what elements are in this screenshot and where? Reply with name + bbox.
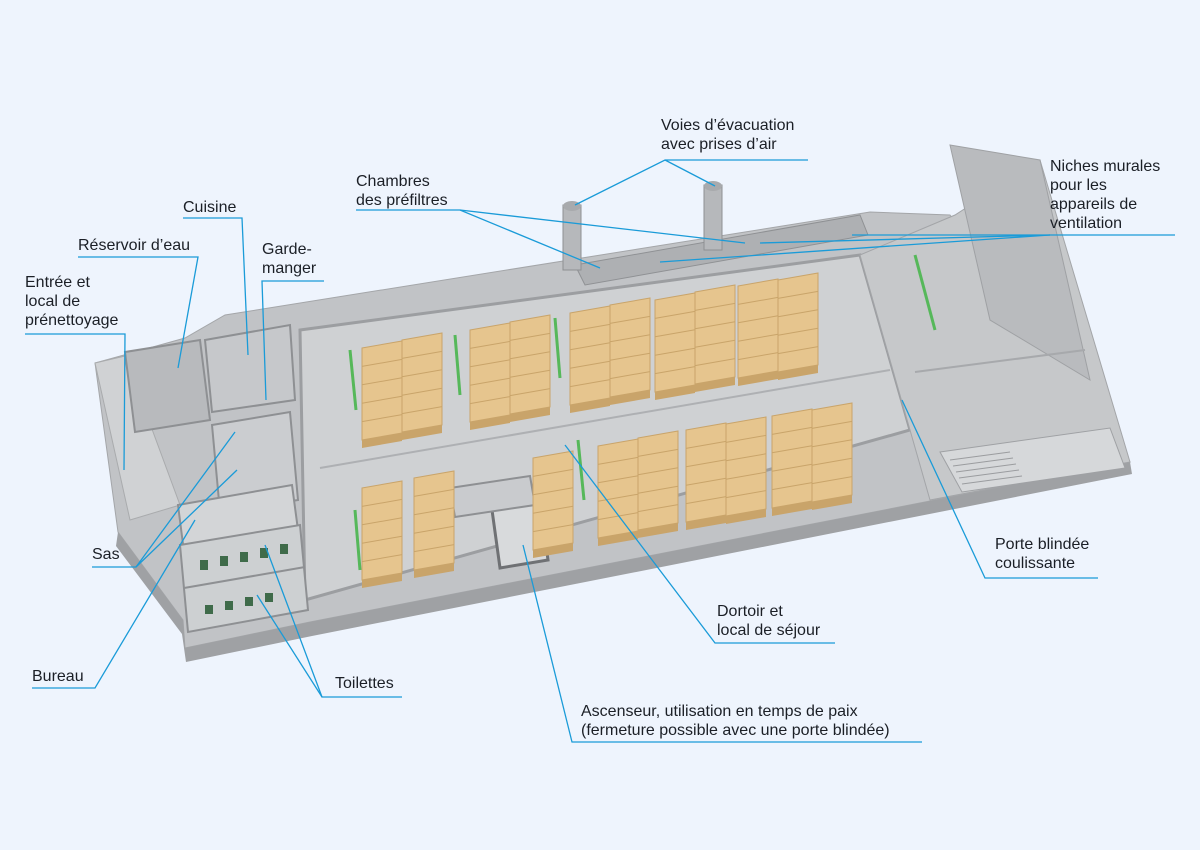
label-dortoir: Dortoir et local de séjour (717, 603, 821, 639)
bunk-bed (509, 314, 551, 422)
label-toilettes: Toilettes (335, 675, 394, 692)
leader-entree (25, 333, 126, 471)
leader-reservoir (78, 256, 199, 369)
bunk-bed (609, 297, 651, 405)
label-cuisine: Cuisine (183, 199, 237, 216)
bunk-bed (413, 470, 455, 578)
label-niches-murales: Niches murales pour les appareils de ven… (1050, 158, 1161, 232)
evac-shaft-left (562, 204, 582, 271)
bunk-bed (694, 284, 736, 392)
bunk-bed (469, 322, 511, 430)
stair-room (939, 427, 1126, 493)
bunk-bed (737, 278, 779, 386)
leader-ascenseur (522, 544, 922, 743)
stairs (949, 451, 1023, 485)
evac-shaft-left-cap (563, 201, 581, 211)
label-garde-manger: Garde- manger (262, 241, 317, 277)
bunk-bed (685, 422, 727, 530)
toilet-fixtures (200, 544, 288, 614)
toilet-divider (183, 566, 306, 589)
label-voies-evacuation: Voies d’évacuation avec prises d’air (661, 117, 795, 153)
bunk-bed (361, 340, 403, 448)
label-porte-blindee: Porte blindée coulissante (995, 536, 1090, 572)
ventilation-shaft (949, 144, 1091, 382)
bunk-bed (597, 438, 639, 546)
green-markers (348, 254, 937, 571)
label-reservoir-eau: Réservoir d’eau (78, 237, 191, 254)
bunk-bed (361, 480, 403, 588)
bunk-beds (361, 272, 853, 588)
label-entree-local: Entrée et local de prénettoyage (25, 274, 119, 329)
hall-center-line (319, 369, 891, 469)
leader-bureau (32, 519, 196, 689)
leader-lines (25, 159, 1175, 743)
evac-shaft-right-cap (704, 181, 722, 191)
bunk-bed (569, 305, 611, 413)
label-ascenseur: Ascenseur, utilisation en temps de paix … (581, 703, 890, 739)
leader-cuisine (183, 217, 249, 356)
bunk-bed (771, 408, 813, 516)
bunk-bed (637, 430, 679, 538)
bunk-bed (401, 332, 443, 440)
bunk-bed (811, 402, 853, 510)
water-tank-room (123, 338, 212, 434)
label-chambres-prefiltres: Chambres des préfiltres (356, 173, 448, 209)
leader-voies (574, 159, 808, 206)
bunk-bed (777, 272, 819, 380)
bunk-bed (654, 292, 696, 400)
label-sas: Sas (92, 546, 120, 563)
leader-porte (901, 399, 1098, 579)
bunk-bed (725, 416, 767, 524)
label-bureau: Bureau (32, 668, 84, 685)
leader-garde (261, 280, 324, 401)
kitchen-room (203, 323, 297, 414)
ventilation-wing (859, 159, 1131, 501)
bunk-bed (532, 450, 574, 558)
wing-line (914, 349, 1086, 373)
front-wall (116, 462, 1132, 662)
leader-dortoir (564, 444, 835, 644)
